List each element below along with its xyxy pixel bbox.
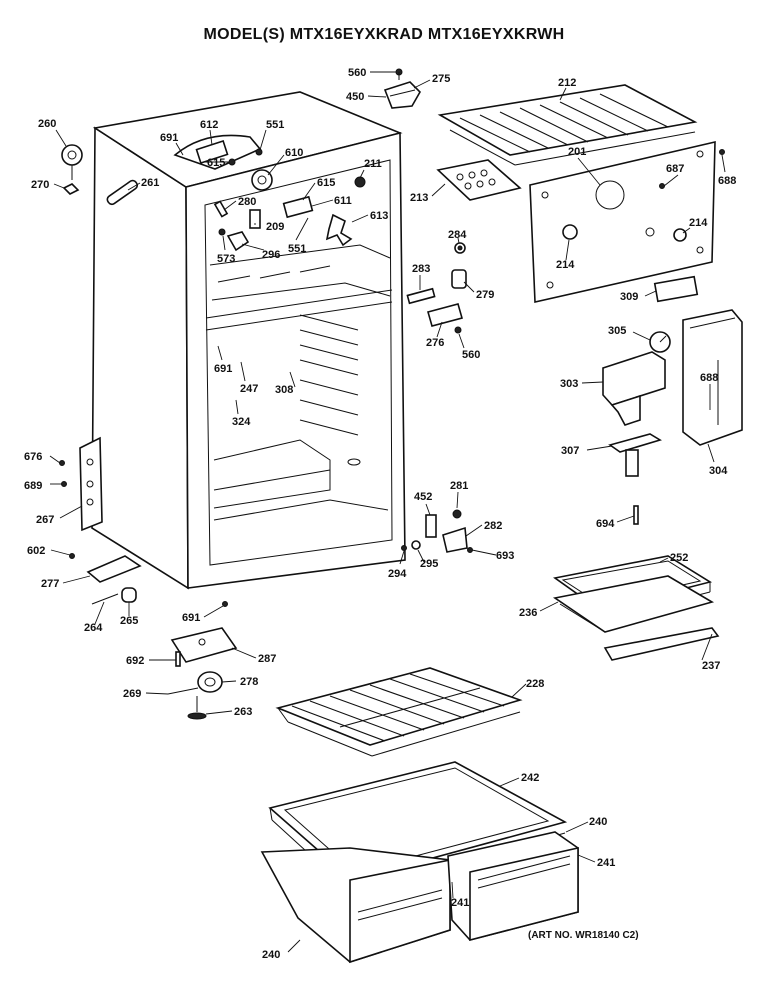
label-287: 287 — [258, 653, 276, 665]
label-276: 276 — [426, 337, 444, 349]
label-691: 691 — [160, 132, 178, 144]
label-694: 694 — [596, 518, 615, 530]
label-615: 615 — [317, 177, 335, 189]
label-283: 283 — [412, 263, 430, 275]
left-parts — [61, 144, 139, 206]
label-692: 692 — [126, 655, 144, 667]
top-bracket — [383, 68, 421, 109]
label-324: 324 — [232, 416, 251, 428]
model-title: MODEL(S) MTX16EYXKRAD MTX16EYXKRWH — [203, 26, 565, 43]
label-278: 278 — [240, 676, 258, 688]
label-689: 689 — [24, 480, 42, 492]
label-304: 304 — [709, 465, 728, 477]
label-275: 275 — [432, 73, 450, 85]
label-270: 270 — [31, 179, 49, 191]
crisper-control — [602, 309, 743, 477]
label-201: 201 — [568, 146, 586, 158]
label-209: 209 — [266, 221, 284, 233]
label-551: 551 — [266, 119, 284, 131]
label-211: 211 — [364, 158, 382, 170]
cabinet — [91, 91, 406, 590]
ice-tray — [436, 159, 522, 201]
label-241: 241 — [597, 857, 615, 869]
label-279: 279 — [476, 289, 494, 301]
label-560: 560 — [348, 67, 366, 79]
label-228: 228 — [526, 678, 544, 690]
label-261: 261 — [141, 177, 159, 189]
label-269: 269 — [123, 688, 141, 700]
label-236: 236 — [519, 607, 537, 619]
label-242: 242 — [521, 772, 539, 784]
crisper-drawers — [260, 831, 579, 964]
label-213: 213 — [410, 192, 428, 204]
label-551: 551 — [288, 243, 306, 255]
label-265: 265 — [120, 615, 138, 627]
label-247: 247 — [240, 383, 258, 395]
label-611: 611 — [334, 195, 352, 207]
label-613: 613 — [370, 210, 388, 222]
label-252: 252 — [670, 552, 688, 564]
label-212: 212 — [558, 77, 576, 89]
label-307: 307 — [561, 445, 579, 457]
hinge-parts — [59, 436, 238, 720]
label-308: 308 — [275, 384, 293, 396]
label-260: 260 — [38, 118, 56, 130]
label-296: 296 — [262, 249, 280, 261]
label-214: 214 — [556, 259, 575, 271]
label-573: 573 — [217, 253, 235, 265]
label-214: 214 — [689, 217, 708, 229]
label-691: 691 — [182, 612, 200, 624]
label-688: 688 — [700, 372, 718, 384]
label-284: 284 — [448, 229, 467, 241]
label-241: 241 — [451, 897, 469, 909]
control-parts — [173, 134, 366, 252]
label-693: 693 — [496, 550, 514, 562]
damper-parts — [406, 242, 467, 334]
label-602: 602 — [27, 545, 45, 557]
label-240: 240 — [589, 816, 607, 828]
label-309: 309 — [620, 291, 638, 303]
label-450: 450 — [346, 91, 364, 103]
label-267: 267 — [36, 514, 54, 526]
label-610: 610 — [285, 147, 303, 159]
label-615: 615 — [207, 157, 225, 169]
lower-hinge-parts — [401, 505, 639, 553]
label-295: 295 — [420, 558, 438, 570]
fresh-food-shelf — [275, 667, 523, 757]
label-688: 688 — [718, 175, 736, 187]
label-612: 612 — [200, 119, 218, 131]
freezer-shelf — [437, 84, 698, 166]
label-294: 294 — [388, 568, 407, 580]
label-263: 263 — [234, 706, 252, 718]
leader-lines — [49, 71, 726, 953]
label-264: 264 — [84, 622, 103, 634]
label-280: 280 — [238, 196, 256, 208]
label-691: 691 — [214, 363, 232, 375]
label-282: 282 — [484, 520, 502, 532]
label-281: 281 — [450, 480, 468, 492]
label-237: 237 — [702, 660, 720, 672]
label-240: 240 — [262, 949, 280, 961]
art-number: (ART NO. WR18140 C2) — [528, 930, 639, 941]
label-303: 303 — [560, 378, 578, 390]
label-687: 687 — [666, 163, 684, 175]
label-277: 277 — [41, 578, 59, 590]
label-452: 452 — [414, 491, 432, 503]
part-labels: 560 275 450 212 260 270 261 691 612 551 … — [24, 67, 736, 961]
label-560: 560 — [462, 349, 480, 361]
label-305: 305 — [608, 325, 626, 337]
crisper-cover — [552, 555, 720, 661]
label-676: 676 — [24, 451, 42, 463]
